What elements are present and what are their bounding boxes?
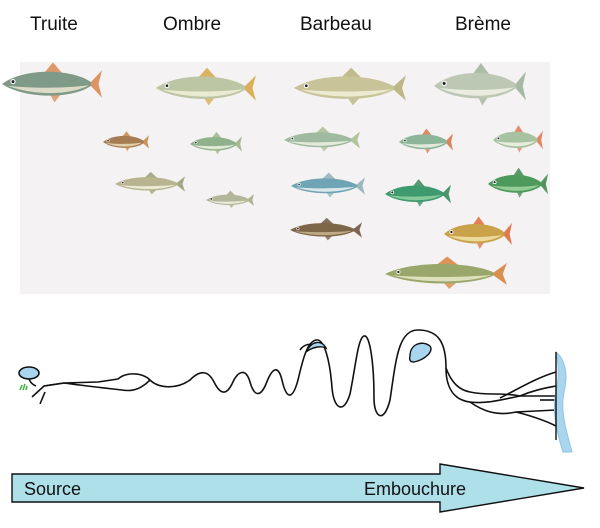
fish-panel: [20, 62, 550, 294]
oxbow-lake: [305, 341, 328, 353]
delta-branch: [515, 411, 557, 427]
tench-fish-icon: [488, 167, 548, 198]
burbot-fish-icon: [290, 217, 362, 241]
fish-layer: [2, 62, 548, 289]
zone-label-barbeau: Barbeau: [300, 14, 372, 35]
trout-fish-icon: [2, 62, 102, 103]
rudd-fish-icon: [493, 125, 543, 153]
tench-fish-icon: [385, 179, 451, 207]
mouth-label: Embouchure: [364, 479, 467, 499]
tributary: [39, 391, 46, 405]
gudgeon-fish-icon: [206, 190, 254, 209]
zone-label-breme: Brème: [455, 14, 511, 35]
grayling-fish-icon: [156, 67, 256, 106]
river-main-channel: [43, 329, 556, 417]
sculpin-fish-icon: [103, 131, 149, 152]
bream-fish-icon: [434, 63, 526, 106]
flow-arrow: [11, 463, 585, 513]
roach-fish-icon: [399, 128, 453, 154]
side-channel: [469, 401, 557, 415]
spring-stream: [28, 378, 37, 387]
source-to-mouth-arrow: [11, 463, 585, 513]
delta-branch: [519, 385, 557, 397]
delta-branch: [499, 371, 557, 399]
spring-lake: [18, 366, 40, 380]
minnow-fish-icon: [190, 131, 242, 155]
chub-fish-icon: [284, 126, 360, 152]
oxbow-lake: [408, 342, 432, 363]
perch-fish-icon: [444, 216, 512, 249]
river-course: [18, 329, 573, 453]
bleak-fish-icon: [291, 172, 365, 198]
source-label: Source: [24, 479, 82, 499]
sea-water: [553, 350, 573, 453]
zone-label-ombre: Ombre: [163, 14, 222, 35]
vegetation-icon: [19, 383, 28, 391]
zone-label-truite: Truite: [30, 14, 78, 35]
pike-fish-icon: [385, 256, 507, 289]
barbel-fish-icon: [294, 67, 406, 106]
stone-loach-fish-icon: [115, 171, 185, 195]
side-channel: [445, 367, 521, 397]
side-channel: [63, 379, 151, 392]
